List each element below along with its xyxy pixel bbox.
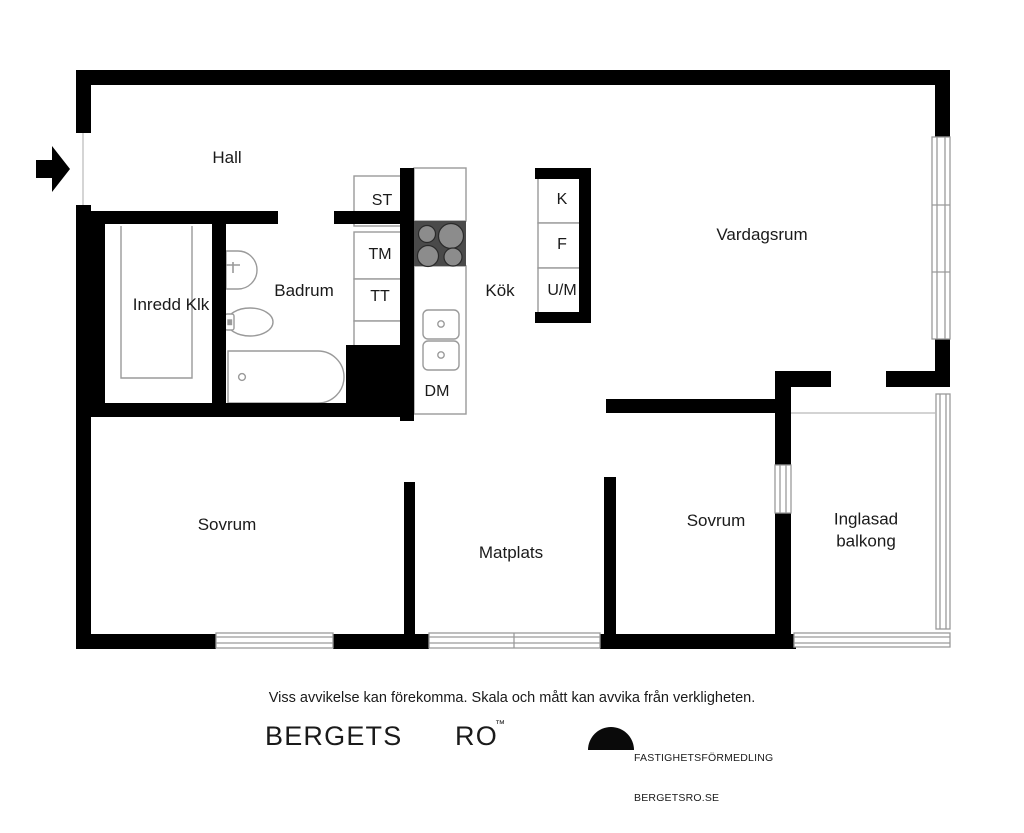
- floor-plan-drawing: [36, 70, 951, 649]
- windows: [215, 136, 951, 649]
- footer: Viss avvikelse kan förekomma. Skala och …: [0, 680, 1024, 804]
- appliance-label-dm: DM: [424, 383, 450, 400]
- brand-wordmark-ro: RO: [455, 721, 498, 751]
- kitchen-sink-fixture: [422, 309, 460, 371]
- appliance-label-f: F: [557, 236, 567, 253]
- appliance-label-um: U/M: [547, 282, 577, 299]
- disclaimer-text: Viss avvikelse kan förekomma. Skala och …: [268, 690, 756, 706]
- appliance-label-st: ST: [371, 192, 393, 209]
- trademark-symbol: ™: [495, 719, 505, 730]
- logo-line-2: BERGETSRO.SE: [634, 792, 720, 805]
- stove-fixture: [414, 221, 466, 268]
- appliance-label-tt: TT: [370, 288, 390, 305]
- appliance-label-tm: TM: [368, 246, 392, 263]
- appliance-label-k: K: [556, 191, 568, 208]
- entrance-door-arrow: [36, 146, 70, 192]
- reference-lines: [82, 133, 936, 414]
- dome-logo-icon: [588, 727, 634, 750]
- logo-text-block: FASTIGHETSFÖRMEDLING BERGETSRO.SE: [634, 725, 773, 833]
- logo-line-1: FASTIGHETSFÖRMEDLING: [634, 751, 774, 764]
- brand-row: BERGETS RO ™ FASTIGHETSFÖRMEDLING BERGET…: [0, 717, 1024, 804]
- brand-wordmark-bergets: BERGETS: [265, 721, 403, 751]
- floor-plan-page: Hall Inredd Klk Badrum Kök Vardagsrum So…: [0, 70, 1024, 805]
- bathroom-fixtures: [224, 250, 345, 404]
- walls: [76, 70, 950, 649]
